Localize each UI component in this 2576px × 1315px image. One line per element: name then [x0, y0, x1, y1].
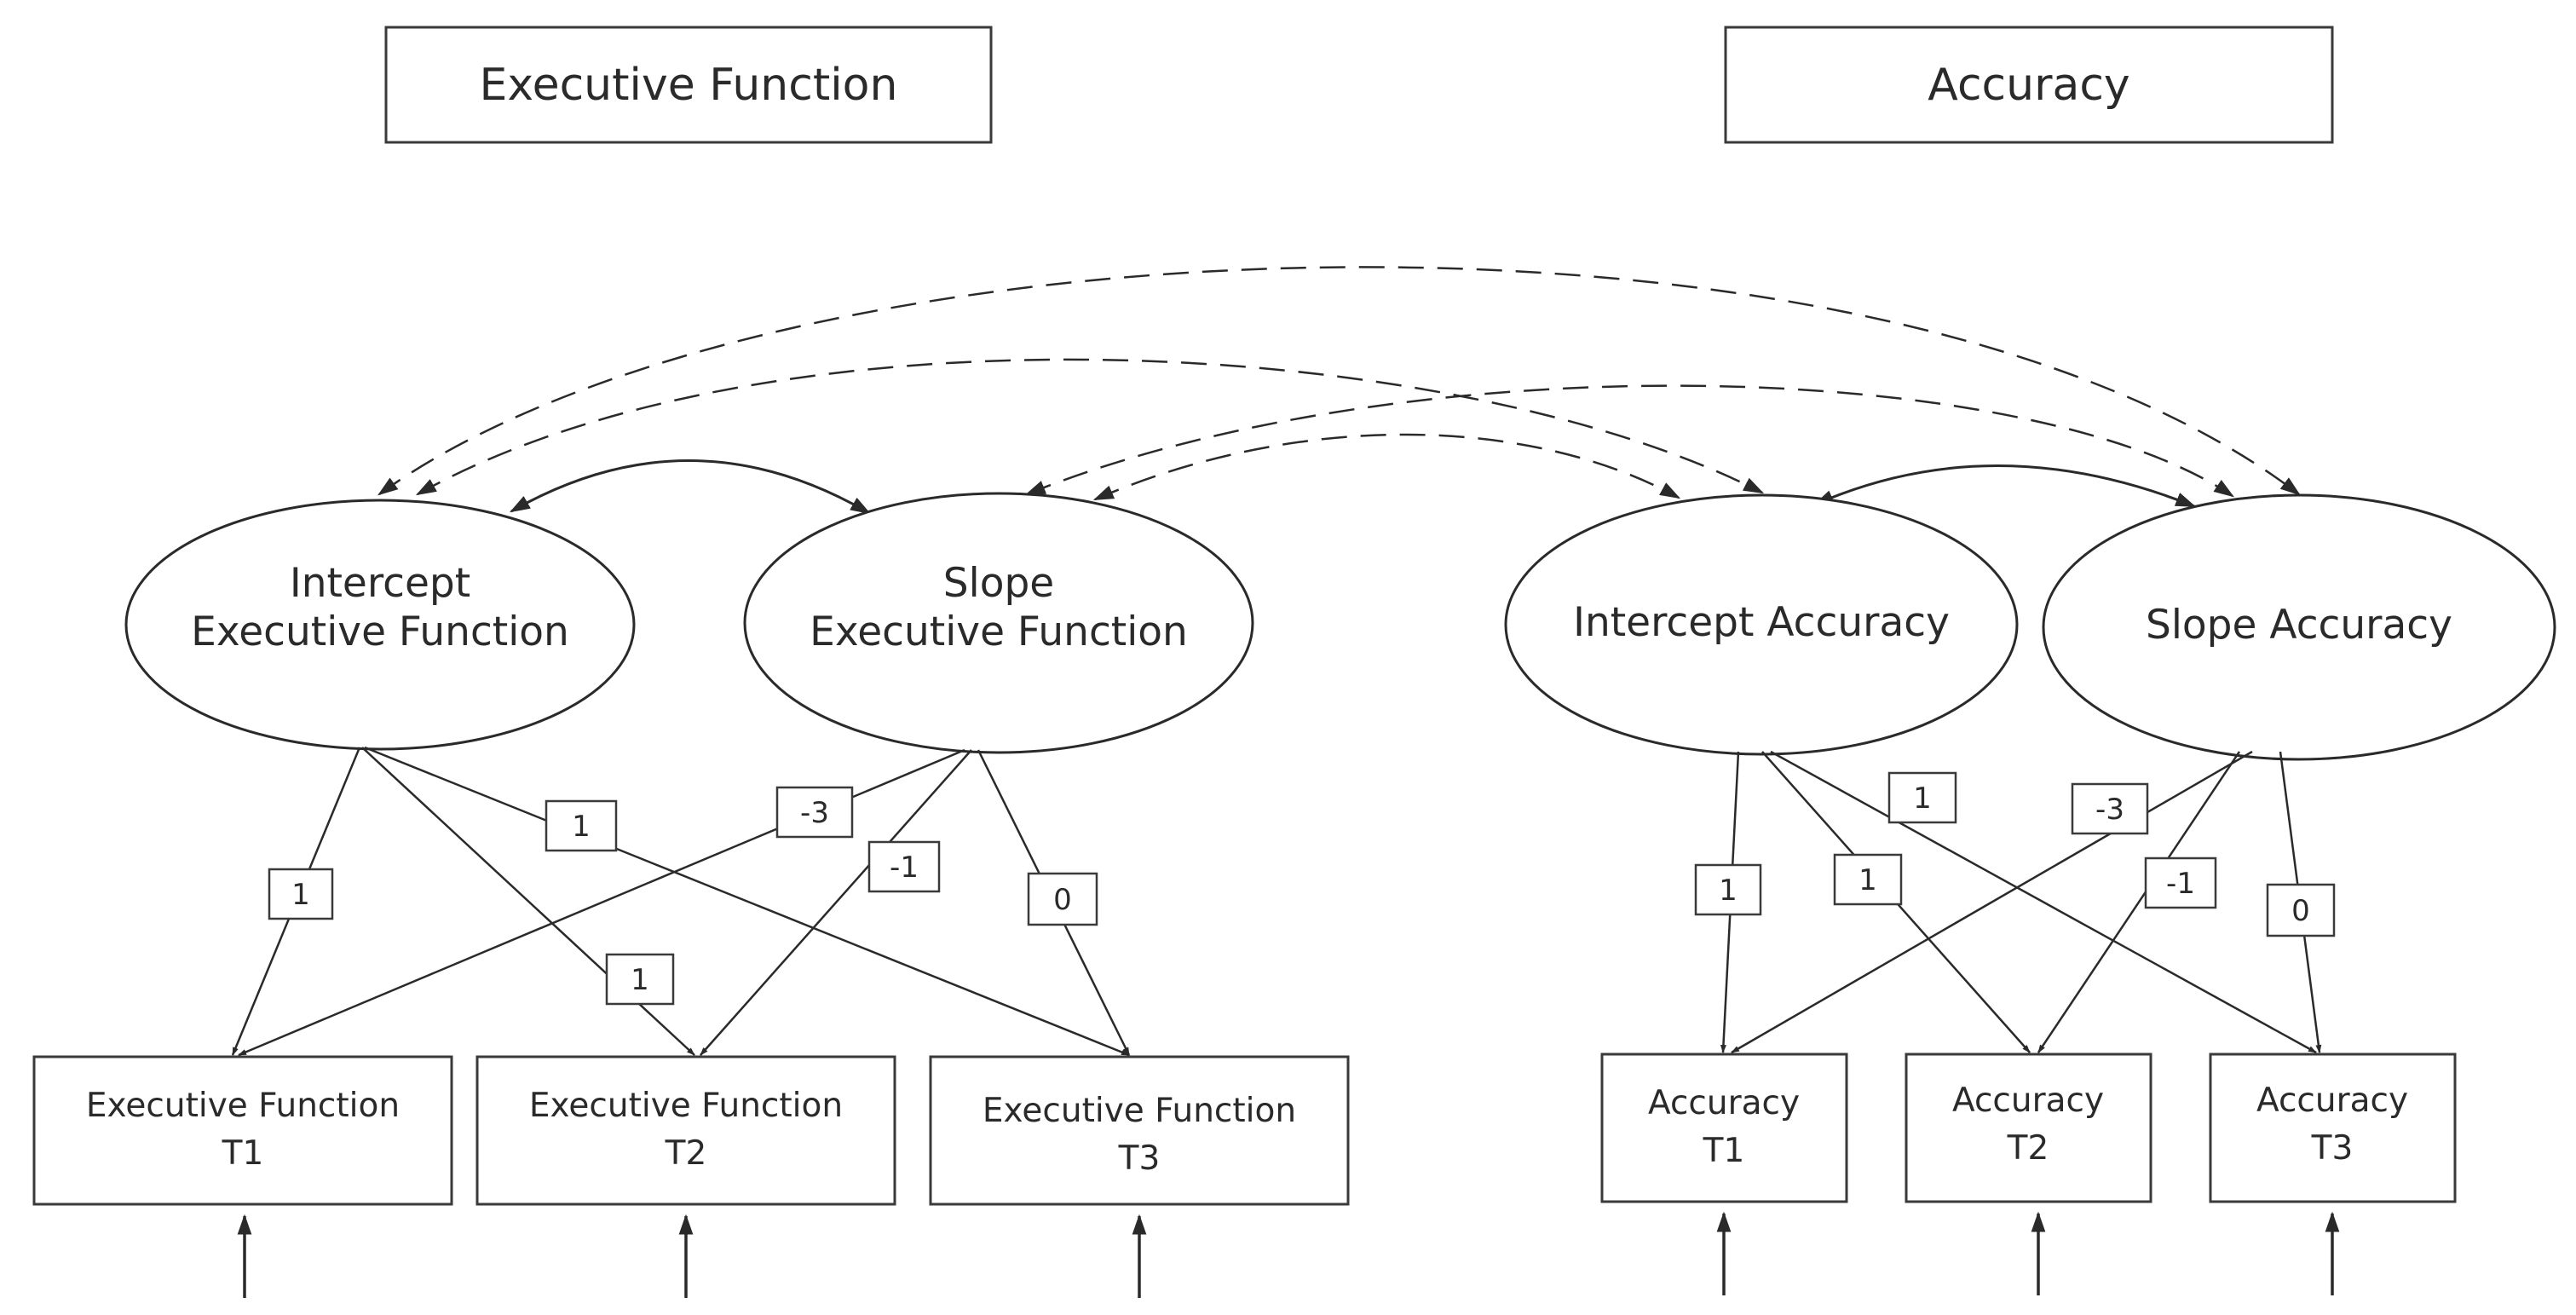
latent-slope-acc-label: Slope Accuracy — [2146, 602, 2452, 649]
loading-value: 1 — [572, 810, 591, 844]
header-executive-function-label: Executive Function — [480, 60, 898, 111]
header-executive-function: Executive Function — [384, 26, 993, 144]
covariance-slope-ef-slope-acc — [1024, 384, 2234, 498]
path-intercept-acc-t3 — [1770, 750, 2317, 1054]
loading-value: 1 — [1719, 874, 1738, 908]
observed-acc-t1-line1: Accuracy — [1648, 1084, 1800, 1122]
observed-ef-t3-line2: T3 — [1118, 1139, 1161, 1178]
latent-intercept-ef-line2: Executive Function — [191, 608, 569, 655]
loading-label-slope-acc-t2: -1 — [2144, 856, 2217, 909]
path-slope-acc-t2 — [2037, 751, 2241, 1053]
latent-slope-ef-line2: Executive Function — [810, 608, 1188, 655]
latent-intercept-ef-line1: Intercept — [290, 560, 470, 607]
latent-intercept-executive-function: Intercept Executive Function — [124, 499, 636, 751]
path-slope-ef-t1 — [238, 748, 965, 1057]
observed-acc-t2-line1: Accuracy — [1952, 1081, 2104, 1120]
loading-value: -1 — [890, 851, 919, 885]
loading-label-intercept-ef-t2: 1 — [605, 953, 675, 1006]
observed-ef-t1-line2: T1 — [222, 1134, 264, 1173]
loading-value: -1 — [2166, 867, 2195, 901]
path-slope-acc-t1 — [1731, 750, 2253, 1054]
observed-acc-t1: Accuracy T1 — [1600, 1053, 1848, 1203]
header-accuracy-label: Accuracy — [1928, 60, 2129, 111]
covariance-slope-ef-intercept-acc — [1092, 433, 1681, 501]
loading-label-intercept-acc-t2: 1 — [1833, 853, 1903, 906]
loading-value: 1 — [631, 963, 649, 997]
covariance-intercept-ef-intercept-acc — [415, 358, 1765, 496]
latent-intercept-acc-label: Intercept Accuracy — [1573, 599, 1950, 646]
loading-value: 1 — [1913, 782, 1932, 816]
header-accuracy: Accuracy — [1724, 26, 2334, 144]
observed-ef-t1: Executive Function T1 — [32, 1055, 453, 1206]
observed-acc-t2-line2: T2 — [2007, 1129, 2049, 1168]
covariance-intercept-slope-acc — [1812, 464, 2197, 508]
latent-slope-accuracy: Slope Accuracy — [2042, 493, 2556, 761]
loading-value: 1 — [1859, 863, 1877, 897]
loading-value: 0 — [1053, 883, 1072, 917]
acc-loading-labels: 1 1 1 -3 -1 0 — [1694, 771, 2336, 937]
loading-label-slope-acc-t3: 0 — [2266, 883, 2336, 937]
observed-ef-t2-line2: T2 — [665, 1134, 707, 1173]
loading-label-slope-ef-t2: -1 — [867, 840, 941, 893]
loading-label-slope-ef-t3: 0 — [1027, 872, 1098, 926]
ef-loading-labels: 1 1 1 -3 -1 0 — [268, 786, 1098, 1006]
latent-intercept-accuracy: Intercept Accuracy — [1504, 493, 2019, 756]
cross-domain-covariances — [377, 266, 2301, 501]
loading-label-intercept-ef-t3: 1 — [545, 799, 618, 852]
observed-acc-t1-line2: T1 — [1703, 1132, 1745, 1170]
path-intercept-ef-t2 — [361, 747, 695, 1056]
observed-ef-t2-line1: Executive Function — [529, 1087, 843, 1125]
loading-value: 1 — [291, 878, 310, 912]
ef-loading-paths — [231, 746, 1131, 1057]
observed-acc-t3: Accuracy T3 — [2209, 1053, 2457, 1203]
acc-loading-paths — [1720, 750, 2322, 1054]
loading-label-intercept-acc-t1: 1 — [1694, 863, 1762, 916]
loading-label-intercept-acc-t3: 1 — [1887, 771, 1957, 824]
covariance-intercept-ef-slope-acc — [377, 266, 2301, 496]
observed-acc-t3-line2: T3 — [2311, 1129, 2354, 1168]
loading-label-slope-ef-t1: -3 — [775, 786, 854, 839]
observed-ef-t2: Executive Function T2 — [475, 1055, 896, 1206]
observed-ef-t3: Executive Function T3 — [929, 1055, 1350, 1206]
covariance-intercept-slope-ef — [509, 459, 872, 515]
observed-acc-t3-line1: Accuracy — [2256, 1081, 2408, 1120]
latent-slope-ef-line1: Slope — [943, 560, 1054, 607]
observed-ef-t3-line1: Executive Function — [983, 1092, 1296, 1130]
path-slope-ef-t2 — [700, 749, 972, 1056]
loading-value: -3 — [2095, 793, 2124, 827]
residual-error-arrows — [237, 1211, 2340, 1298]
loading-value: -3 — [800, 796, 829, 830]
latent-slope-executive-function: Slope Executive Function — [743, 492, 1254, 754]
path-intercept-ef-t3 — [364, 746, 1130, 1057]
loading-value: 0 — [2291, 894, 2310, 928]
observed-ef-t1-line1: Executive Function — [86, 1087, 400, 1125]
loading-label-slope-acc-t1: -3 — [2071, 782, 2149, 835]
loading-label-intercept-ef-t1: 1 — [268, 868, 334, 920]
observed-acc-t2: Accuracy T2 — [1905, 1053, 2152, 1203]
